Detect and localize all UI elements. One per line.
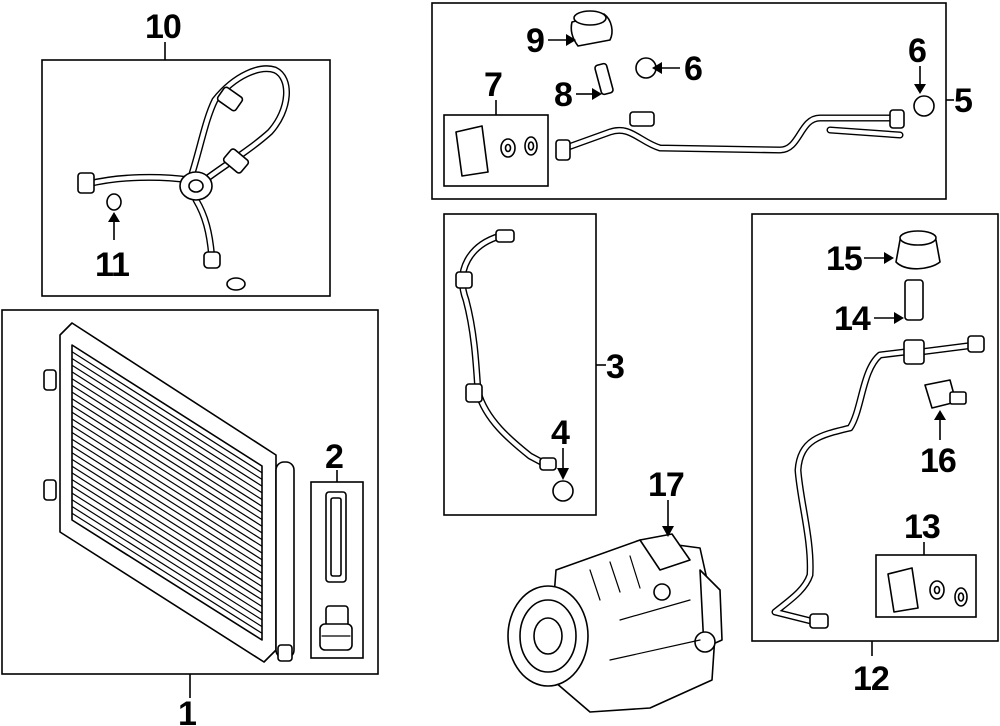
callout-17: 17 (648, 466, 684, 504)
callout-5: 5 (954, 82, 972, 120)
receiver-drier-part[interactable] (319, 491, 353, 651)
callout-8: 8 (554, 76, 572, 114)
condenser-fin (71, 405, 263, 527)
pressure-hose-part[interactable] (455, 229, 574, 502)
leader-lines (108, 34, 954, 698)
condenser-fin (71, 499, 263, 621)
suction-hose-part[interactable] (77, 65, 290, 291)
oring-kit-7-part[interactable] (455, 125, 538, 177)
condenser-fin (71, 418, 263, 541)
box-suction-hose (41, 59, 331, 297)
callout-10: 10 (145, 8, 181, 46)
condenser-fin (71, 452, 263, 574)
callout-4: 4 (551, 414, 570, 452)
condenser-fin (71, 351, 263, 474)
condenser-fin (71, 364, 263, 487)
callout-labels: 1 2 3 4 5 6 6 7 8 9 10 11 12 13 14 15 16… (95, 8, 973, 726)
condenser-fin (71, 479, 263, 601)
liquid-line-part[interactable] (771, 230, 985, 629)
condenser-fin (71, 505, 263, 628)
box-discharge-line (431, 2, 947, 200)
callout-13: 13 (904, 508, 940, 546)
callout-12: 12 (853, 660, 889, 698)
box-liquid-line-12 (751, 213, 999, 642)
oring-kit-13-part[interactable] (887, 567, 968, 613)
condenser-fin (71, 492, 263, 614)
condenser-fin (71, 391, 263, 514)
discharge-line-part[interactable] (555, 10, 935, 161)
condenser-fin (71, 445, 263, 568)
condenser-fin (71, 411, 263, 534)
callout-11: 11 (95, 246, 129, 284)
condenser-fin (71, 431, 263, 554)
callout-14: 14 (834, 300, 871, 338)
callout-7: 7 (484, 66, 502, 104)
condenser-fin (71, 512, 263, 634)
condenser-fin (71, 378, 263, 501)
condenser-part[interactable] (43, 322, 295, 663)
callout-6-cap: 6 (908, 32, 926, 70)
condenser-fin (71, 398, 263, 521)
condenser-fin (71, 485, 263, 608)
callout-9: 9 (526, 22, 544, 60)
callout-1: 1 (178, 695, 196, 726)
condenser-fin (71, 425, 263, 547)
callout-2: 2 (325, 438, 343, 476)
callout-15: 15 (826, 240, 862, 278)
compressor-part[interactable] (507, 533, 723, 713)
box-oring-kit-13 (875, 554, 977, 618)
condenser-fin (71, 371, 263, 494)
condenser-fin (71, 384, 263, 507)
callout-16: 16 (920, 442, 956, 480)
callout-3: 3 (606, 348, 624, 386)
callout-6-discharge: 6 (684, 50, 702, 88)
condenser-fin (71, 357, 263, 480)
condenser-fin (71, 438, 263, 561)
condenser-fin (71, 465, 263, 588)
condenser-fin (71, 472, 263, 594)
condenser-fin (71, 458, 263, 581)
